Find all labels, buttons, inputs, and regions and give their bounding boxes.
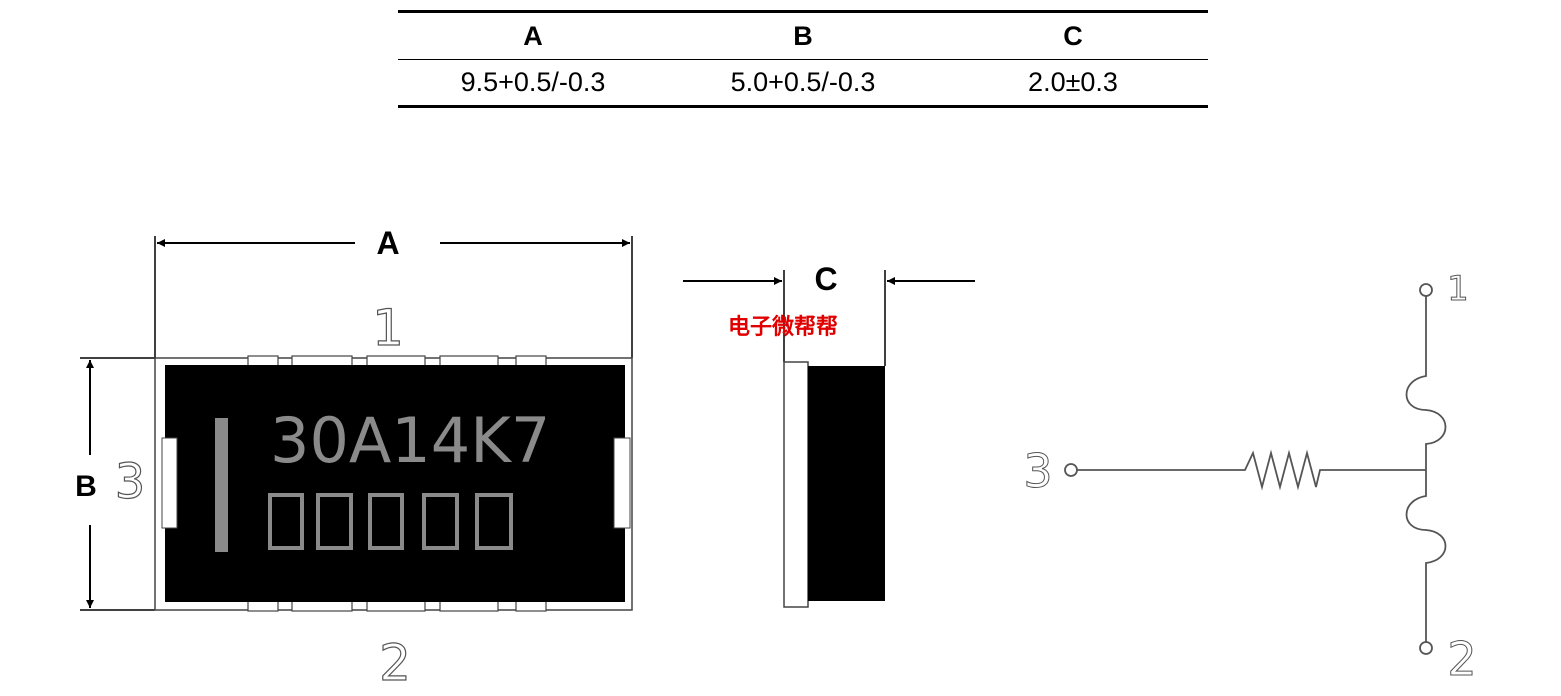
header-c: C xyxy=(1063,21,1083,51)
watermark: 电子微帮帮 xyxy=(728,314,838,340)
value-c: 2.0±0.3 xyxy=(1028,67,1118,97)
left-terminal xyxy=(161,437,178,529)
component-body xyxy=(165,365,625,602)
pin-3-terminal xyxy=(1064,463,1078,477)
schematic-pin-2: 2 xyxy=(1447,632,1476,686)
schematic-pin-3: 3 xyxy=(1023,444,1052,498)
inductor-icon xyxy=(1405,296,1447,642)
pin-1-terminal xyxy=(1419,283,1433,297)
dim-b-label: B xyxy=(75,470,97,503)
value-b: 5.0+0.5/-0.3 xyxy=(730,67,876,97)
header-b: B xyxy=(793,21,813,51)
table-row: 9.5+0.5/-0.3 5.0+0.5/-0.3 2.0±0.3 xyxy=(398,60,1208,105)
component-side-view xyxy=(783,361,885,608)
schematic xyxy=(1064,283,1447,655)
schematic-pin-1: 1 xyxy=(1447,269,1469,309)
component-top-view: 30A14K7 xyxy=(154,355,633,612)
dimension-b xyxy=(80,357,155,611)
table-header-row: A B C xyxy=(398,13,1208,60)
polarity-stripe xyxy=(215,418,228,552)
dimension-c xyxy=(683,270,975,366)
pin-3-label: 3 xyxy=(115,454,146,510)
resistor-icon xyxy=(1077,449,1426,491)
dim-a-label: A xyxy=(376,225,399,261)
dimension-a xyxy=(154,236,633,358)
marking-line1: 30A14K7 xyxy=(270,404,550,477)
marking-line2 xyxy=(268,493,513,550)
dim-c-label: C xyxy=(814,261,837,297)
pin-2-label: 2 xyxy=(379,634,411,692)
value-a: 9.5+0.5/-0.3 xyxy=(460,67,606,97)
pin-1-label: 1 xyxy=(372,299,404,357)
pin-2-terminal xyxy=(1419,641,1433,655)
header-a: A xyxy=(523,21,543,51)
dimension-table: A B C 9.5+0.5/-0.3 5.0+0.5/-0.3 2.0±0.3 xyxy=(398,10,1208,108)
right-terminal xyxy=(613,437,631,529)
